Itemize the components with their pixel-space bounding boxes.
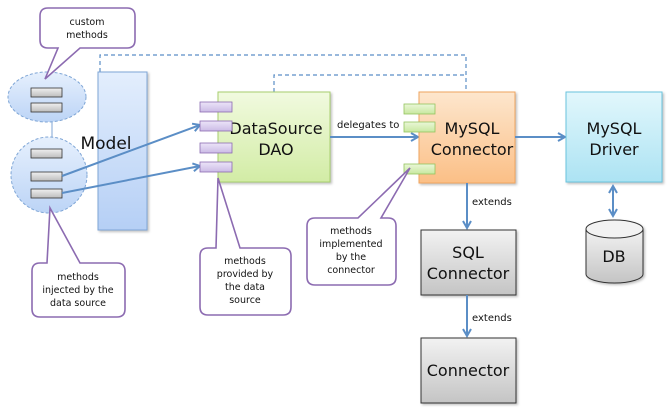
callout-custom-methods: custom methods	[39, 7, 136, 80]
callout-custom-line1: custom	[70, 17, 105, 28]
callout-provided-line1: methods	[224, 256, 266, 267]
method-stub	[30, 171, 63, 182]
db-label: DB	[602, 247, 625, 266]
datasource-dao-node[interactable]: DataSource DAO	[217, 91, 331, 183]
callout-implemented-line4: connector	[327, 265, 375, 276]
model-label: Model	[80, 134, 131, 154]
method-stub	[30, 102, 63, 113]
arrow-injected-to-dao-1	[61, 125, 200, 177]
mysql-connector-label-line1: MySQL	[445, 119, 500, 138]
custom-methods-group	[7, 71, 87, 123]
callout-provided-line3: the data	[225, 282, 265, 293]
db-node[interactable]	[585, 219, 644, 284]
method-stub	[30, 87, 63, 98]
method-stub	[30, 188, 63, 199]
method-stub	[199, 161, 233, 173]
callout-implemented-methods: methods implemented by the connector	[306, 167, 411, 286]
sql-connector-label-line2: Connector	[427, 264, 510, 283]
sql-connector-node[interactable]: SQL Connector	[420, 229, 517, 296]
delegates-to-label: delegates to	[337, 120, 399, 131]
dao-label-line2: DAO	[258, 140, 293, 159]
connector-label: Connector	[427, 361, 510, 380]
method-stub	[403, 103, 436, 115]
mysql-driver-node[interactable]: MySQL Driver	[565, 91, 663, 183]
mysql-connector-label-line2: Connector	[431, 140, 514, 159]
injected-methods-group	[10, 136, 88, 214]
extends-label-1: extends	[472, 197, 512, 208]
arrow-injected-to-dao-2	[61, 166, 200, 194]
model-node[interactable]	[97, 71, 148, 231]
callout-implemented-line1: methods	[330, 226, 372, 237]
mysql-driver-label-line1: MySQL	[587, 119, 642, 138]
extends-label-2: extends	[472, 313, 512, 324]
dashed-link-model-connector	[99, 54, 467, 92]
method-stub	[30, 148, 63, 159]
callout-injected-line3: data source	[50, 298, 106, 309]
callout-provided-line2: provided by	[217, 269, 274, 280]
method-stub	[403, 121, 436, 133]
callout-implemented-line2: implemented	[319, 239, 382, 250]
method-stub	[199, 142, 233, 154]
method-stub	[403, 163, 436, 175]
callout-injected-methods: methods injected by the data source	[31, 205, 126, 318]
method-stub	[199, 101, 233, 113]
callout-injected-line2: injected by the	[42, 285, 113, 296]
connector-node[interactable]: Connector	[420, 337, 517, 404]
mysql-driver-label-line2: Driver	[589, 140, 639, 159]
callout-injected-line1: methods	[57, 272, 99, 283]
callout-custom-line2: methods	[66, 30, 108, 41]
dao-label-line1: DataSource	[229, 119, 322, 138]
callout-implemented-line3: by the	[336, 252, 366, 263]
dashed-link-dao-connector	[273, 74, 466, 92]
callout-provided-methods: methods provided by the data source	[199, 177, 292, 316]
method-stub	[199, 120, 233, 132]
callout-provided-line4: source	[229, 295, 261, 306]
sql-connector-label-line1: SQL	[452, 243, 484, 262]
mysql-connector-node[interactable]: MySQL Connector	[418, 91, 516, 184]
